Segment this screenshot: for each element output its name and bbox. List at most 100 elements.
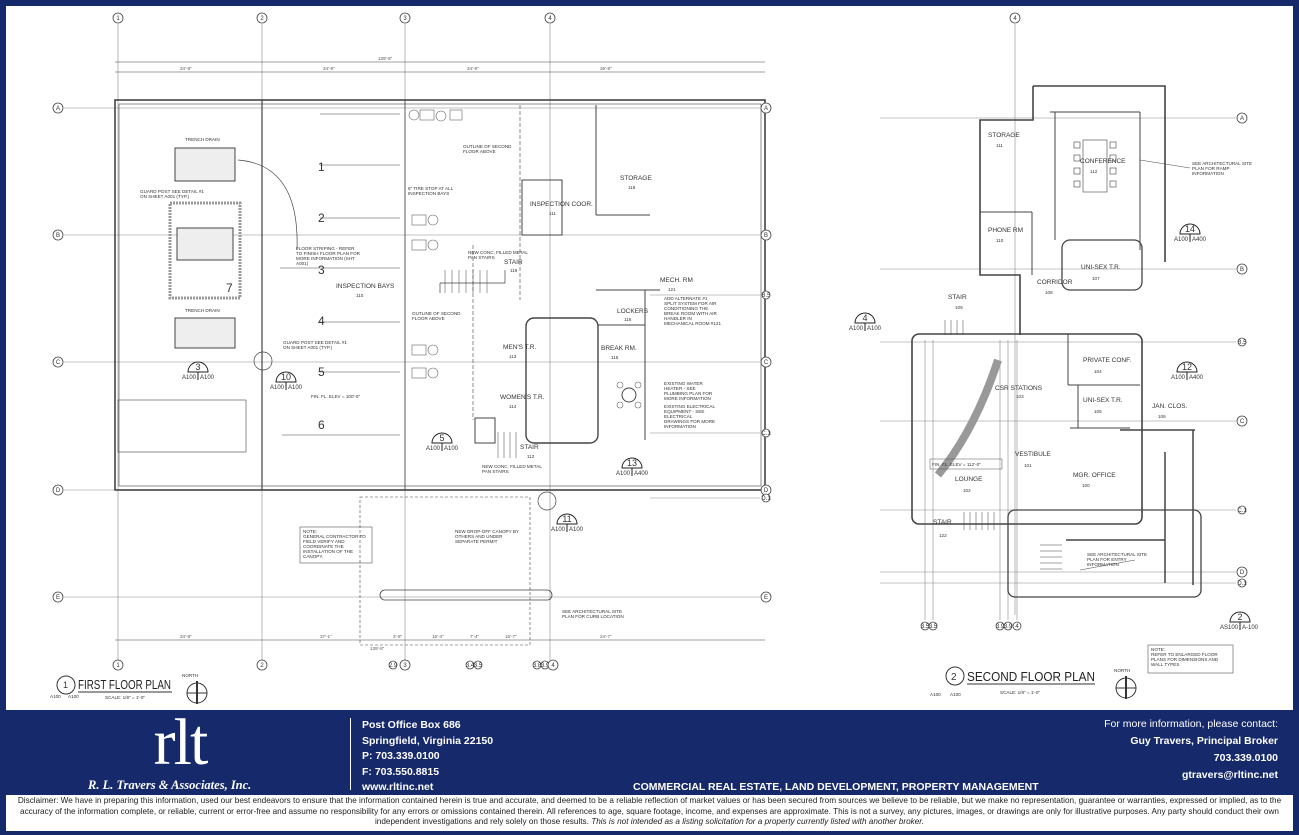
disclaimer-text: Disclaimer: We have in preparing this in… [17, 796, 1282, 826]
website-link[interactable]: www.rltinc.net [362, 781, 434, 793]
grid-label: B.5 [1237, 340, 1247, 346]
grid-bubble: B [1236, 263, 1248, 275]
room-label: LOCKERS [617, 308, 649, 315]
room-number: 119 [510, 268, 518, 273]
marker-ref: AS100 [1220, 625, 1239, 631]
room-label: STORAGE [620, 175, 652, 182]
grid-label: B [1240, 267, 1244, 273]
grid-bubble: 3 [399, 659, 411, 671]
dimension: 7'-4" [470, 634, 480, 639]
dimension: 139'-8" [370, 646, 385, 651]
room-label: PRIVATE CONF. [1083, 357, 1131, 364]
grid-bubble: 4 [1009, 12, 1021, 24]
divider [350, 718, 351, 790]
north-arrow-icon [1115, 676, 1137, 699]
grid-bubble: 4 [544, 12, 556, 24]
first-floor-plan [114, 61, 766, 646]
grid-bubble: 4 [547, 659, 559, 671]
room-number: 115 [611, 355, 619, 360]
marker-number: 13 [627, 458, 637, 468]
second-floor-plan [911, 85, 1202, 598]
grid-bubble: C.1 [761, 428, 771, 438]
marker-ref: A400 [634, 471, 649, 477]
grid-label: 3.5 [921, 624, 930, 630]
grid-label: C [56, 360, 61, 366]
grid-label: 2 [260, 663, 264, 669]
room-number: 122 [939, 533, 947, 538]
north-arrow-icon [186, 681, 208, 704]
dimension: 34'-8" [467, 66, 479, 71]
grid-label: A [56, 106, 60, 112]
grid-label: D [764, 488, 769, 494]
room-number: 112 [527, 454, 535, 459]
contact-name: Guy Travers, Principal Broker [1130, 735, 1278, 747]
room-number: 107 [1092, 276, 1100, 281]
contact-block: For more information, please contact: Gu… [1104, 716, 1278, 784]
room-number: 106 [1158, 414, 1166, 419]
second-floor-labels: STORAGE 111 CONFERENCE 112 PHONE RM 110 … [929, 132, 1252, 674]
room-number: 111 [996, 143, 1003, 148]
room-label: CORRIDOR [1037, 279, 1073, 286]
grid-bubble: 3.5 [928, 621, 938, 631]
room-label: UNI-SEX T.R. [1083, 397, 1123, 404]
north-label: NORTH [1114, 668, 1130, 673]
room-number: 108 [1045, 290, 1053, 295]
address-line: Springfield, Virginia 22150 [362, 734, 494, 747]
room-label: WOMEN'S T.R. [500, 394, 545, 401]
room-number: 114 [509, 404, 517, 409]
grid-label: E [56, 595, 60, 601]
plan-scale: SCALE: 1/8" = 1'-0" [1000, 690, 1040, 695]
first-floor-labels: TRENCH DRAIN TRENCH DRAIN INSPECTION BAY… [140, 56, 721, 651]
room-label: PHONE RM [988, 227, 1023, 234]
marker-ref: A100 [182, 375, 197, 381]
grid-label: E [764, 595, 768, 601]
marker-ref: A100 [551, 527, 566, 533]
grid-bubble: 2 [256, 12, 268, 24]
room-number: 113 [509, 354, 517, 359]
grid-bubble: 2.9 [388, 660, 398, 670]
grid-bubble: E [760, 591, 772, 603]
bay-number: 2 [318, 211, 325, 225]
grid-bubble: D [760, 484, 772, 496]
room-label: UNI-SEX T.R. [1081, 264, 1121, 271]
plan-title: FIRST FLOOR PLAN [78, 677, 171, 692]
grid-label: 4 [551, 663, 555, 669]
grid-bubble: D [52, 484, 64, 496]
room-label: STAIR [520, 444, 539, 451]
grid-label: D [56, 488, 61, 494]
plan-number: 2 [951, 672, 957, 683]
contact-email-link[interactable]: gtravers@rltinc.net [1181, 769, 1278, 781]
address-line: Post Office Box 686 [362, 719, 461, 731]
grid-label: 3 [403, 663, 407, 669]
company-name: R. L. Travers & Associates, Inc. [88, 778, 252, 792]
marker-number: 12 [1182, 362, 1192, 372]
dimension: 15'-7" [505, 634, 517, 639]
room-number: 102 [963, 488, 971, 493]
marker-ref: A100 [616, 471, 631, 477]
grid-bubble: C [1236, 415, 1248, 427]
grid-bubble: 3 [399, 12, 411, 24]
dimension: 24'-7" [600, 634, 612, 639]
